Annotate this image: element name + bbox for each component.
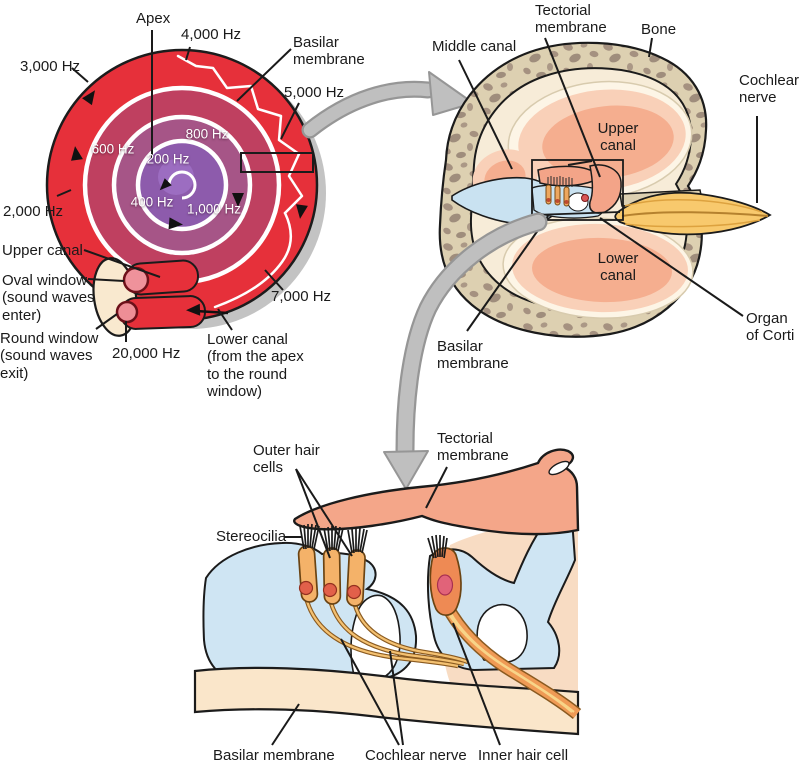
outer-hair-cells-shapes: [297, 545, 366, 607]
organ-of-corti-mini: [531, 160, 622, 219]
cochlea-cross-section: [438, 37, 772, 338]
organ-of-corti-detail: [193, 448, 582, 746]
label-organ-of-corti: Organ of Corti: [746, 310, 795, 345]
label-400hz: 400 Hz: [130, 194, 174, 210]
organ-pointer-lines: [271, 466, 501, 746]
label-middle-canal: Middle canal: [432, 38, 517, 55]
label-1000hz: 1,000 Hz: [186, 201, 242, 217]
label-cochlear-nerve-organ: Cochlear nerve: [365, 747, 467, 764]
label-upper-canal-spiral: Upper canal: [2, 242, 83, 259]
label-600hz: 600 Hz: [91, 141, 135, 157]
arrow-cross-section-to-organ: [383, 212, 548, 490]
label-stereocilia: Stereocilia: [216, 528, 287, 545]
cross-section-zoom-box: [531, 159, 624, 221]
label-basilar-membrane-spiral: Basilar membrane: [293, 34, 365, 69]
label-basilar-membrane-organ: Basilar membrane: [213, 747, 335, 764]
label-4000hz: 4,000 Hz: [181, 26, 242, 43]
label-800hz: 800 Hz: [185, 126, 229, 142]
basilar-membrane-shape: [193, 666, 580, 736]
cochlea-windows: [92, 257, 207, 337]
label-lower-canal-spiral: Lower canal (from the apex to the round …: [207, 331, 304, 401]
label-3000hz: 3,000 Hz: [20, 58, 81, 75]
spiral-pointer-lines: [56, 30, 300, 342]
traveling-wave-line: [176, 54, 304, 309]
label-5000hz: 5,000 Hz: [284, 84, 345, 101]
nerve-fibers: [304, 600, 582, 720]
label-lower-canal-cross: Lower canal: [597, 250, 639, 285]
spiral-zoom-box: [240, 152, 314, 173]
label-upper-canal-cross: Upper canal: [597, 120, 639, 155]
label-tectorial-membrane-cross: Tectorial membrane: [535, 2, 607, 37]
cochlear-nerve-shape: [614, 191, 772, 236]
label-inner-hair-cell: Inner hair cell: [478, 747, 569, 764]
round-window-shape: [115, 300, 139, 324]
label-round-window: Round window (sound waves exit): [0, 330, 99, 382]
lower-canal-inner: [532, 237, 672, 303]
arrow-spiral-to-cross-section: [301, 71, 474, 139]
label-20000hz: 20,000 Hz: [112, 345, 181, 362]
label-oval-window: Oval window (sound waves enter): [2, 272, 95, 324]
spiral-apex-curl: [167, 170, 197, 200]
label-tectorial-membrane-organ: Tectorial membrane: [437, 430, 509, 465]
label-outer-hair-cells: Outer hair cells: [253, 442, 320, 477]
tectorial-membrane-shape: [293, 448, 580, 536]
label-basilar-membrane-cross: Basilar membrane: [437, 338, 509, 373]
cochlea-spiral-diagram: [45, 30, 326, 342]
inner-hair-cell-shape: [429, 547, 462, 616]
label-bone: Bone: [641, 21, 677, 38]
label-7000hz: 7,000 Hz: [271, 288, 332, 305]
wave-direction-arrows: [71, 90, 308, 316]
label-cochlear-nerve-cross: Cochlear nerve: [739, 72, 800, 107]
cross-section-pointer-lines: [458, 37, 758, 332]
label-200hz: 200 Hz: [146, 151, 190, 167]
label-2000hz: 2,000 Hz: [3, 203, 64, 220]
label-apex: Apex: [136, 10, 171, 27]
